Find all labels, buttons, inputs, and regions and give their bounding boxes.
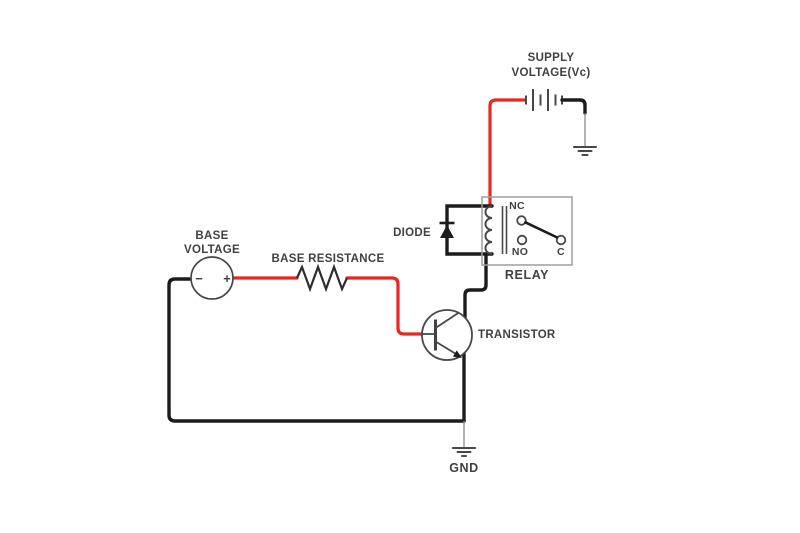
diode-icon	[439, 221, 455, 238]
ground-icon-gnd	[452, 447, 476, 457]
flyback-diode: DIODE	[393, 204, 494, 256]
relay-no-label: NO	[512, 246, 528, 258]
wire-resistor-to-base	[345, 276, 425, 336]
emitter-ground: GND	[449, 421, 479, 475]
relay-c-label: C	[557, 246, 565, 258]
supply-voltage-label-line2: VOLTAGE(Vc)	[512, 67, 591, 79]
base-voltage-label-line1: BASE	[195, 230, 228, 242]
relay-contact-no	[516, 234, 528, 246]
relay-nc-label: NC	[509, 200, 525, 212]
transistor-emitter-lead	[435, 340, 457, 355]
base-resistor: BASE RESISTANCE	[272, 253, 385, 293]
relay-switch-arm	[523, 221, 559, 239]
wire-relay-to-collector	[463, 252, 488, 319]
minus-terminal-sign: −	[195, 271, 203, 286]
wire-ground-loop	[167, 277, 466, 423]
supply-voltage-source: SUPPLY VOLTAGE(Vc)	[512, 52, 597, 156]
transistor: TRANSISTOR	[421, 309, 556, 361]
diode-label: DIODE	[393, 227, 431, 239]
ground-icon-supply	[573, 146, 597, 156]
diode-triangle	[440, 225, 454, 238]
relay-contact-c	[555, 234, 567, 246]
transistor-circle	[421, 309, 473, 361]
relay-coil-icon	[484, 205, 493, 255]
gnd-label: GND	[449, 461, 479, 475]
supply-voltage-label-line1: SUPPLY	[528, 52, 575, 64]
relay: NC NO C RELAY	[481, 196, 573, 282]
base-resistance-label: BASE RESISTANCE	[272, 253, 385, 265]
wire-battery-to-ground	[560, 98, 587, 115]
plus-terminal-sign: +	[223, 271, 231, 286]
voltage-source-circle	[190, 256, 234, 300]
base-voltage-label-line2: VOLTAGE	[184, 244, 240, 256]
wire-supply-to-relay	[488, 98, 527, 208]
transistor-label: TRANSISTOR	[478, 329, 556, 341]
resistor-zigzag-icon	[295, 263, 349, 293]
transistor-collector-lead	[435, 311, 460, 329]
relay-label: RELAY	[505, 268, 549, 282]
relay-box	[481, 196, 573, 266]
base-voltage-source: BASE VOLTAGE − +	[184, 230, 240, 300]
relay-contact-nc	[516, 215, 527, 226]
transistor-emitter-arrow	[452, 350, 462, 358]
